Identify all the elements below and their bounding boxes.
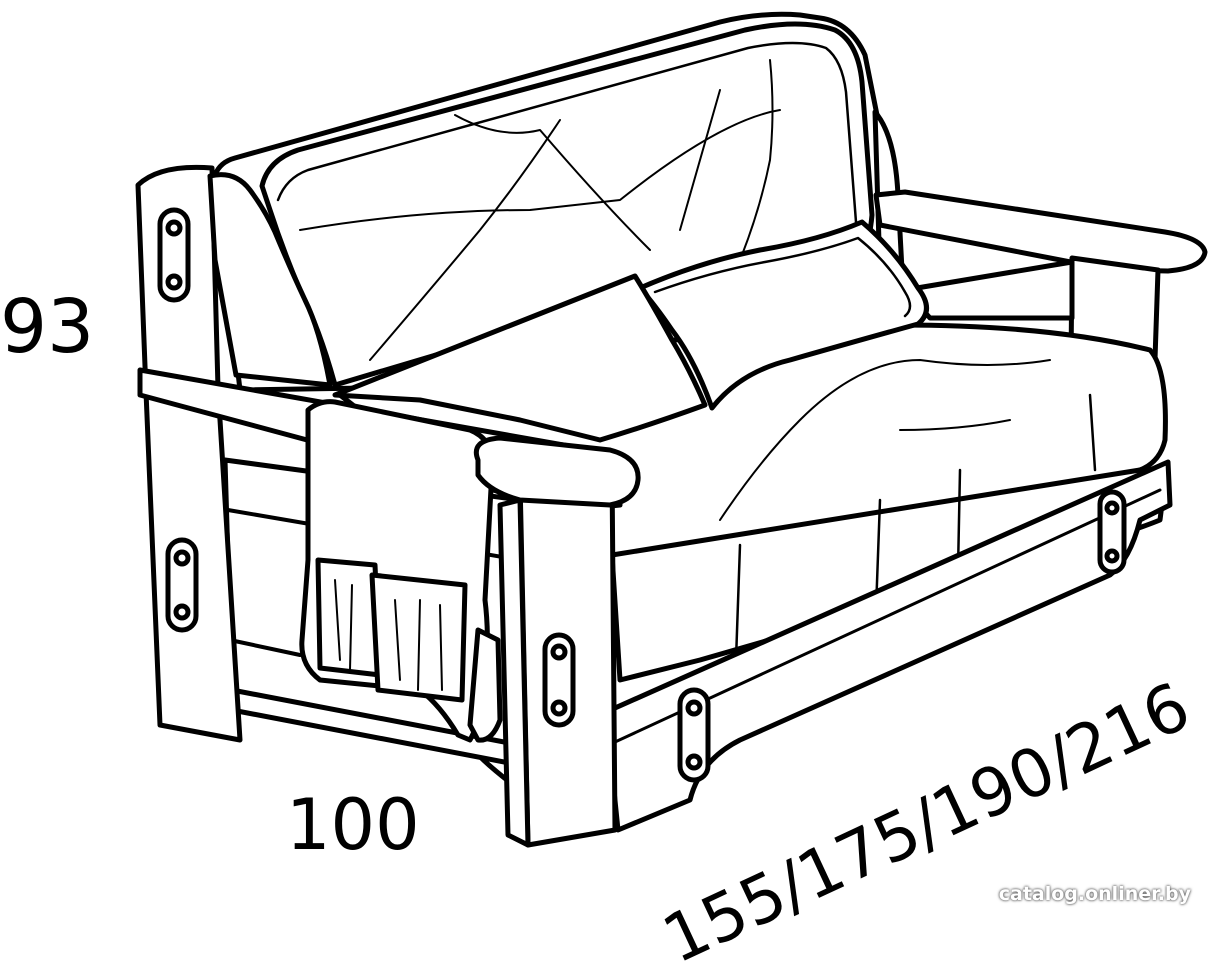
sofa-line-drawing: [135, 11, 1208, 848]
bolt-plate-front-post: [542, 632, 576, 728]
sofa-diagram: 93 100 155/175/190/216 catalog.onliner.b…: [0, 11, 1208, 979]
pillow: [637, 219, 929, 411]
left-arm-back: [207, 172, 333, 388]
pillow-inner-edge: [653, 236, 912, 318]
bolt-plate-left-bottom: [165, 537, 199, 633]
front-armrest-cap: [473, 435, 641, 508]
bolt-plate-drawer-left: [677, 687, 711, 783]
seat-quilt-line: [719, 359, 1051, 521]
right-armrest-rail: [902, 259, 1075, 321]
bolt-plate-left-top: [157, 207, 191, 303]
front-left-post-side: [497, 497, 531, 848]
right-armrest-top: [873, 189, 1208, 274]
pocket-strap: [467, 627, 503, 743]
back-cushion-quilt-line-4: [679, 59, 774, 261]
pocket-folds: [334, 579, 443, 691]
back-cushion-quilt-line-2: [454, 114, 651, 251]
bolt-plate-drawer-right: [1097, 489, 1127, 575]
back-cushion-inner-edge: [276, 41, 858, 224]
watermark: catalog.onliner.by: [998, 883, 1191, 905]
seat-seam-1: [734, 393, 1097, 662]
height-dimension-label: 93: [0, 284, 95, 370]
depth-dimension-label: 100: [286, 784, 420, 866]
pillow-left-flap: [332, 273, 708, 443]
back-cushion-quilt-line-3: [369, 119, 561, 361]
back-cushion-quilt-line-1: [299, 109, 781, 231]
base-drawer: [603, 459, 1173, 833]
